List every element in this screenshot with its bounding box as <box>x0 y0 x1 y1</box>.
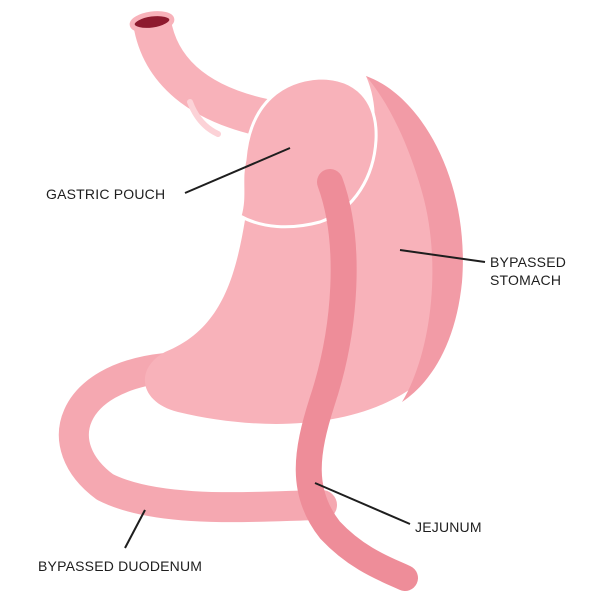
stomach-shade <box>366 76 463 402</box>
gastric-pouch-leader-line <box>184 147 291 194</box>
label-bypassed-duodenum: BYPASSED DUODENUM <box>38 558 202 574</box>
bypassed-stomach <box>144 76 461 424</box>
esophagus <box>133 18 270 137</box>
label-bypassed-stomach-1: BYPASSED <box>490 254 566 270</box>
bypassed-stomach-leader-line <box>399 249 486 263</box>
label-jejunum: JEJUNUM <box>415 519 482 535</box>
esophagus-highlight <box>187 99 221 137</box>
label-gastric-pouch: GASTRIC POUCH <box>46 186 165 202</box>
label-bypassed-stomach-2: STOMACH <box>490 272 561 288</box>
jejunum <box>295 169 418 591</box>
bypassed-duodenum <box>58 353 337 523</box>
jejunum-leader-line <box>314 482 411 525</box>
duodenum-leader-line <box>124 509 146 549</box>
esophagus-opening <box>129 11 175 33</box>
